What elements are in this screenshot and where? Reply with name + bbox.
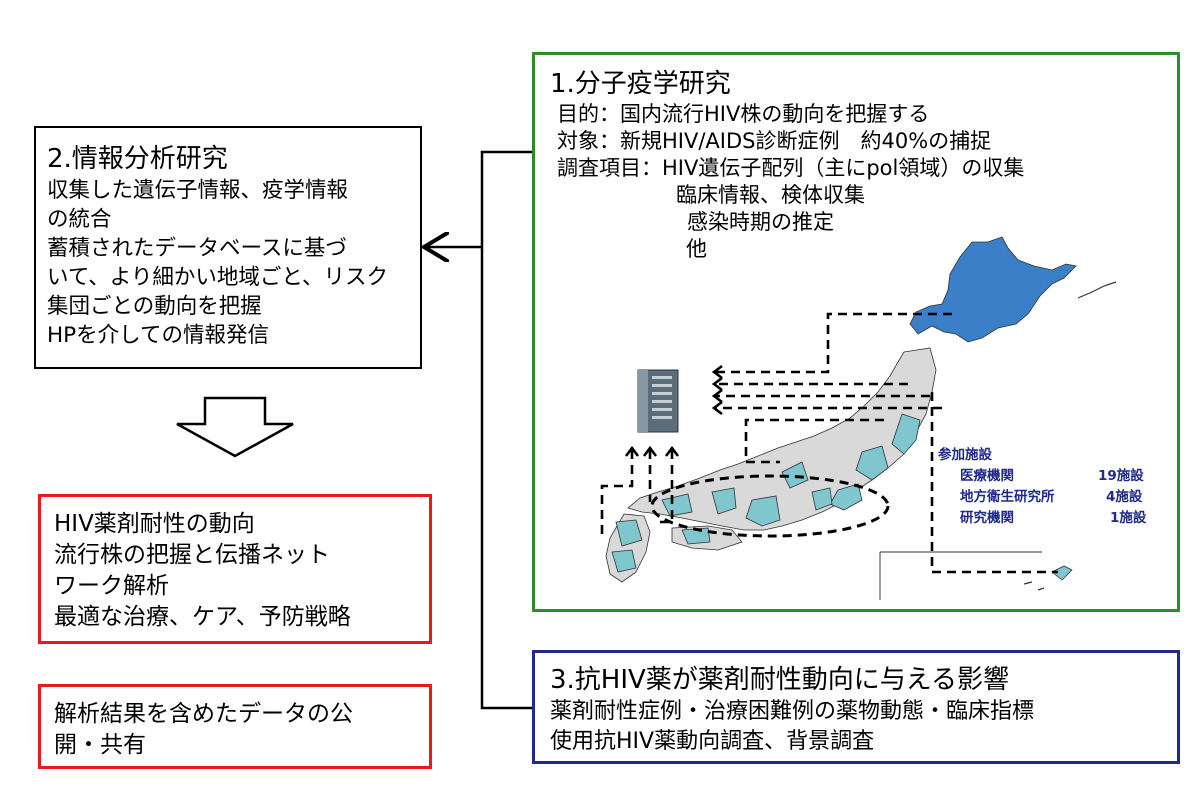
arrowhead [711, 388, 723, 404]
outcome-box-drug-resistance: HIV薬剤耐性の動向 流行株の把握と伝播ネット ワーク解析 最適な治療、ケア、予… [38, 494, 432, 644]
legend-count: 4施設 [1106, 489, 1143, 505]
box2-line: HPを介しての情報発信 [47, 323, 269, 348]
arrowhead [664, 445, 680, 457]
legend-count: 1施設 [1110, 510, 1147, 526]
server-icon [637, 369, 679, 433]
outcome-line: 解析結果を含めたデータの公 [54, 701, 353, 727]
info-analysis-box: 2.情報分析研究 収集した遺伝子情報、疫学情報 の統合 蓄積されたデータベースに… [34, 126, 422, 369]
participating-prefecture [611, 549, 637, 573]
connector-line [480, 150, 532, 710]
hokkaido [909, 236, 1077, 343]
arrowhead [642, 445, 658, 457]
legend-label: 地方衛生研究所 [960, 489, 1055, 505]
box1-line: 対象：新規HIV/AIDS診断症例 約40%の捕捉 [557, 129, 992, 153]
down-outline-arrow-icon [176, 396, 294, 458]
legend-count: 19施設 [1098, 468, 1144, 484]
legend-label: 医療機関 [960, 468, 1014, 484]
box2-line: 集団ごとの動向を把握 [47, 294, 262, 319]
okinawa [1051, 565, 1073, 581]
participating-prefecture [711, 487, 737, 515]
islands [1023, 581, 1045, 591]
legend-label: 研究機関 [960, 510, 1014, 526]
box3-line: 使用抗HIV薬動向調査、背景調査 [550, 729, 875, 754]
box3-line: 薬剤耐性症例・治療困難例の薬物動態・臨床指標 [550, 699, 1035, 724]
data-flow-line [600, 450, 634, 540]
box2-line: 蓄積されたデータベースに基づ [47, 236, 347, 261]
box1-line: 他 [686, 237, 707, 261]
japan-map [600, 236, 1117, 600]
molecular-epidemiology-box: 1.分子疫学研究 目的：国内流行HIV株の動向を把握する 対象：新規HIV/AI… [532, 52, 1180, 612]
box1-line: 臨床情報、検体収集 [676, 183, 865, 207]
participating-prefecture [781, 461, 809, 489]
participating-prefecture [661, 493, 693, 517]
box1-line: 感染時期の推定 [687, 210, 834, 234]
data-flow-line [716, 312, 952, 374]
outcome-line: ワーク解析 [54, 573, 169, 599]
kuril-islands [1077, 281, 1117, 299]
box2-title: 2.情報分析研究 [47, 144, 228, 174]
data-flow-line [744, 418, 884, 464]
arrowhead [624, 445, 640, 457]
box3-title: 3.抗HIV薬が薬剤耐性動向に与える影響 [550, 665, 1010, 695]
highlight-oval [650, 474, 890, 538]
data-flow-line [930, 392, 1058, 574]
arrowhead [711, 400, 723, 416]
arrowhead [711, 364, 723, 380]
box2-line: 収集した遺伝子情報、疫学情報 [47, 178, 349, 203]
box1-title: 1.分子疫学研究 [550, 69, 731, 99]
legend-title: 参加施設 [938, 447, 992, 463]
participating-prefecture [745, 495, 781, 527]
box2-line: いて、より細かい地域ごと、リスク [47, 265, 388, 290]
box1-line: 調査項目：HIV遺伝子配列（主にpol領域）の収集 [557, 156, 1025, 180]
honshu [627, 347, 937, 531]
box2-line: の統合 [47, 207, 112, 232]
participating-prefecture [615, 519, 643, 547]
participating-prefecture [811, 487, 833, 511]
box1-line: 目的：国内流行HIV株の動向を把握する [557, 102, 930, 126]
anti-hiv-drug-impact-box: 3.抗HIV薬が薬剤耐性動向に与える影響 薬剤耐性症例・治療困難例の薬物動態・臨… [532, 650, 1180, 764]
arrowhead [711, 376, 723, 392]
outcome-line: 流行株の把握と伝播ネット [54, 542, 330, 568]
participating-prefecture [855, 445, 889, 481]
outcome-line: HIV薬剤耐性の動向 [54, 511, 255, 537]
participating-prefecture [891, 413, 921, 455]
data-flow-line [658, 450, 674, 524]
outcome-box-data-sharing: 解析結果を含めたデータの公 開・共有 [38, 684, 432, 769]
outcome-line: 最適な治療、ケア、予防戦略 [54, 604, 351, 630]
outcome-line: 開・共有 [54, 732, 146, 758]
